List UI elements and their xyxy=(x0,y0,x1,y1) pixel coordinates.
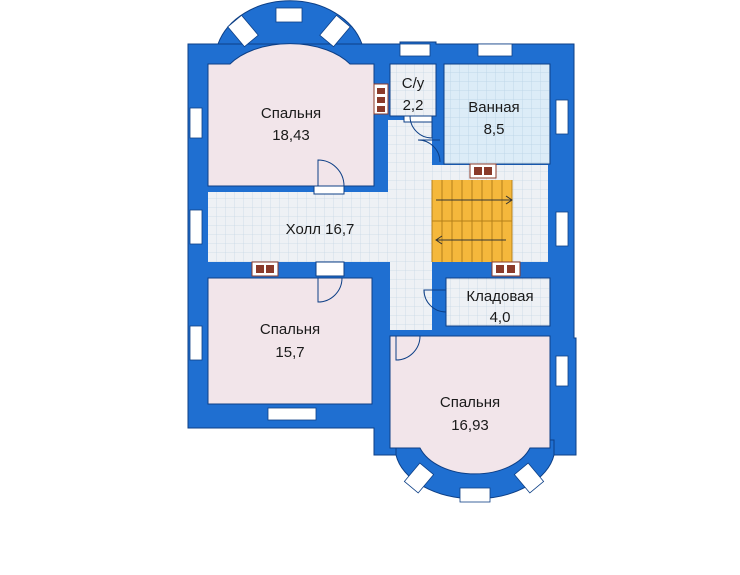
bedroom-1-name: Спальня xyxy=(261,105,321,122)
bedroom-2-floor xyxy=(208,278,372,404)
bedroom-3-floor xyxy=(390,336,550,474)
chimney-vent-icon xyxy=(251,83,521,277)
stair-arrow-icon xyxy=(435,195,513,245)
storage-area: 4,0 xyxy=(490,309,511,326)
bathroom-name: Ванная xyxy=(468,99,519,116)
bedroom-2-area: 15,7 xyxy=(275,344,304,361)
window-icon xyxy=(189,7,569,503)
bedroom-3-area: 16,93 xyxy=(451,417,489,434)
storage-floor xyxy=(446,278,550,326)
wc-area: 2,2 xyxy=(403,97,424,114)
door-arc-icon xyxy=(313,115,447,361)
hall-floor xyxy=(208,120,548,330)
bedroom-2-name: Спальня xyxy=(260,321,320,338)
hall-name: Холл 16,7 xyxy=(286,221,355,238)
wc-floor xyxy=(390,64,436,116)
bedroom-1-area: 18,43 xyxy=(272,127,310,144)
staircase xyxy=(431,180,513,262)
bathroom-floor xyxy=(444,64,550,164)
bedroom-3-name: Спальня xyxy=(440,394,500,411)
room-labels: Спальня 18,43 С/у 2,2 Ванная 8,5 Холл 16… xyxy=(260,75,534,434)
wc-name: С/у xyxy=(402,75,425,92)
interior-wall-lines xyxy=(207,43,551,475)
bathroom-area: 8,5 xyxy=(484,121,505,138)
storage-name: Кладовая xyxy=(466,288,533,305)
bedroom-1-floor xyxy=(208,43,374,186)
